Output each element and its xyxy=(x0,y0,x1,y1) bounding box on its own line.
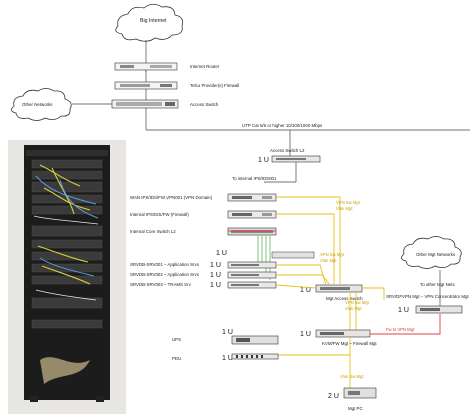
other-mgt-networks-label: Other Mgt Networks xyxy=(416,252,456,257)
pdu-device xyxy=(231,353,279,360)
yellow-mgt-links xyxy=(248,196,385,388)
utp-cable-label: UTP Cat 5/6 or higher 10/100/1000 Mbps xyxy=(242,123,323,128)
big-internet-cloud: Big Internet xyxy=(115,3,184,42)
mgt-pc-device xyxy=(343,387,377,399)
rack-unit-7: 1 U xyxy=(222,329,233,336)
mgt-access-switch xyxy=(315,284,363,293)
rack-unit-5: 1 U xyxy=(210,282,221,289)
vpn-concentrator-device xyxy=(415,305,463,314)
vpn-sw-mgt-label: VPN Sw Mgt xyxy=(336,200,361,205)
srv-trams-device xyxy=(227,281,277,289)
other-mgt-networks-cloud: Other Mgt Networks xyxy=(401,236,462,269)
vlan-sw-mgt-label: Vlan Sw Mgt xyxy=(340,374,364,379)
internet-router xyxy=(114,62,178,71)
to-other-mgt-nets-label: To other Mgt Nets xyxy=(420,282,455,287)
big-internet-label: Big Internet xyxy=(140,18,167,24)
vlan-mgt-label-3: Vlan Mgt xyxy=(345,306,362,311)
vlan-mgt-label: Vlan Mgt xyxy=(336,206,353,211)
rack-unit-3: 1 U xyxy=(210,262,221,269)
rack-unit-2: 1 U xyxy=(216,250,227,257)
srv-app2-label: SRVDB-SRV002 – Application Srvs xyxy=(130,272,200,277)
vpn-sw-mgt-label-2: VPN Sw Mgt xyxy=(320,252,345,257)
other-networks-cloud: Other Networks xyxy=(11,88,72,121)
rack-unit-4: 1 U xyxy=(210,272,221,279)
to-internal-ips-label: To internal IPS/IDS001 xyxy=(232,176,277,181)
vpn-sw-mgt-label-3: VPN Sw Mgt xyxy=(345,300,370,305)
ups-device xyxy=(231,335,279,345)
access-switch-l2 xyxy=(271,155,321,163)
internal-ips-label: Internal IPS/IDS/FW (Firewall) xyxy=(130,212,189,217)
rack-unit-10: 1 U xyxy=(398,307,409,314)
kvm-fw-label: KVM/FW Mgt – Firewall Mgt xyxy=(322,341,377,346)
mgt-pc-label: Mgt PC xyxy=(348,406,363,411)
srv-trams-label: SRVDB-SRV003 – TRAMS Srv xyxy=(130,282,192,287)
telco-firewall xyxy=(114,81,178,90)
vlan-mgt-label-2: Vlan Mgt xyxy=(320,258,337,263)
fw-vpn-red-link xyxy=(370,314,441,335)
internal-ips-device xyxy=(227,210,277,219)
pdu-label: PDU xyxy=(172,356,181,361)
rack-unit-1: 1 U xyxy=(258,157,269,164)
rack-unit-9: 1 U xyxy=(300,331,311,338)
rack-unit-8: 1 U xyxy=(222,355,233,362)
other-networks-label: Other Networks xyxy=(22,102,53,107)
fw-mgt-label: Fw to VPN Mgt xyxy=(386,327,415,332)
storage-device xyxy=(271,251,315,259)
wan-ips-label: WAN IPS/IDS/FW VPN001 (VPN Domain) xyxy=(130,195,213,200)
telco-firewall-label: Telco Provider(s) Firewall xyxy=(190,83,239,88)
srv-app1-label: SRVDB-SRV001 – Application Srvs xyxy=(130,262,200,267)
ups-label: UPS xyxy=(172,337,181,342)
access-switch-label: Access Switch xyxy=(190,102,219,107)
access-switch-l2-label: Access Switch L2 xyxy=(270,148,305,153)
wan-ips-device xyxy=(227,193,277,202)
vpn-concentrator-label: SRV/DFVPN Mgt – VPN Concentrator Mgt xyxy=(386,294,469,299)
internal-core-switch-label: Internal Core Switch L2 xyxy=(130,229,176,234)
access-switch xyxy=(111,99,179,109)
internet-router-label: Internet Router xyxy=(190,64,220,69)
internal-core-switch xyxy=(227,227,277,236)
server-rack-photo xyxy=(8,140,126,414)
tag-2u: 2 U xyxy=(328,393,339,400)
mgt-access-switch-label: Mgt Access Switch xyxy=(326,296,363,301)
rack-unit-6: 1 U xyxy=(300,287,311,294)
kvm-fw-device xyxy=(315,329,371,338)
srv-app1-device xyxy=(227,261,277,269)
srv-app2-device xyxy=(227,271,277,279)
